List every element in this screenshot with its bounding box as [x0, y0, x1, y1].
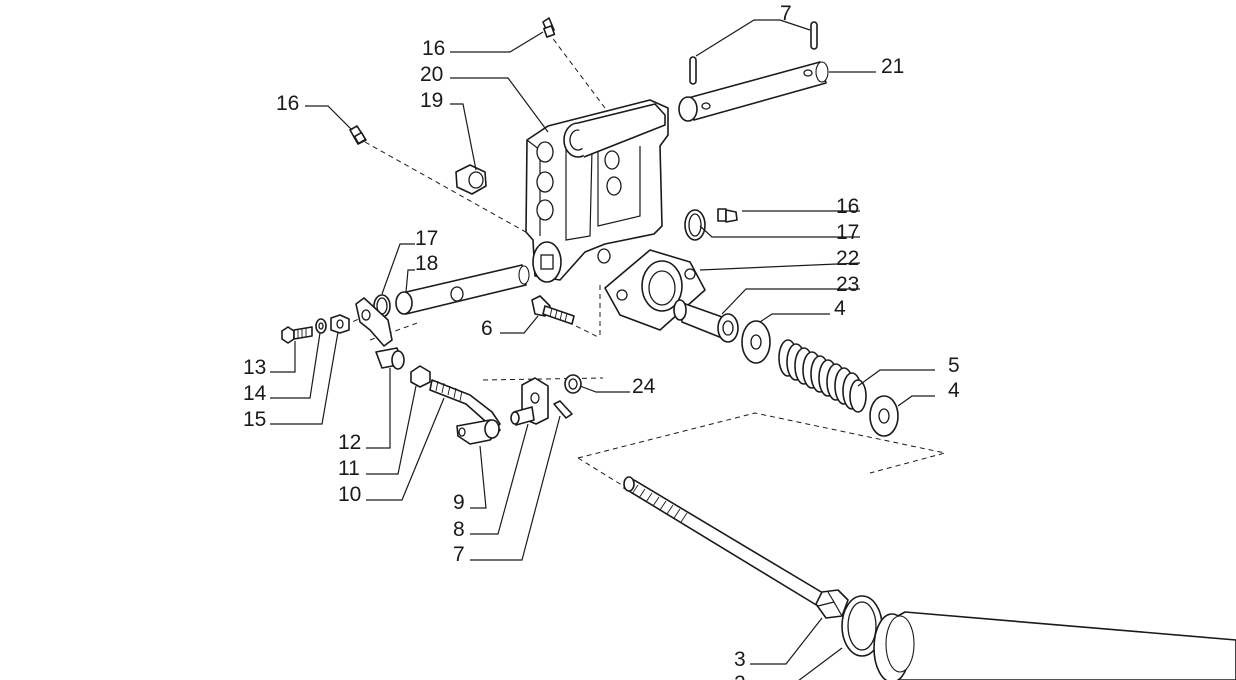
callout-7-lower: 7 [453, 543, 465, 566]
callout-23: 23 [836, 273, 859, 296]
callout-6: 6 [481, 317, 493, 340]
callout-11: 11 [338, 457, 360, 480]
callout-5: 5 [948, 354, 960, 377]
part-7-split-pin [553, 400, 573, 419]
callout-10: 10 [338, 483, 361, 506]
callout-17-right: 17 [836, 221, 859, 244]
part-23-bush [673, 299, 739, 343]
callout-20: 20 [420, 63, 443, 86]
callout-17-left: 17 [415, 227, 438, 250]
part-9-clamp [456, 419, 501, 445]
part-13-14-15-fasteners [281, 314, 350, 344]
part-7-roll-pins-top [689, 21, 818, 85]
callout-22: 22 [836, 247, 859, 270]
part-3-tie-rod [623, 476, 849, 619]
part-20-main-bracket [525, 99, 669, 283]
part-21-pin [678, 61, 829, 122]
callout-19: 19 [420, 89, 443, 112]
part-11-nut [410, 365, 431, 388]
leader-lines [270, 19, 935, 680]
callout-2: 2 [734, 672, 746, 680]
callout-3: 3 [734, 648, 746, 671]
part-19-nut [455, 164, 487, 195]
part-6-bolt [531, 295, 575, 325]
callout-14: 14 [243, 382, 267, 405]
part-18-pin [395, 264, 530, 315]
part-16-grease-nipples [349, 17, 738, 223]
callout-18: 18 [415, 252, 438, 275]
part-8-pivot-bracket [510, 377, 549, 426]
part-24-ring [564, 374, 582, 394]
callout-16-top: 16 [422, 37, 445, 60]
callout-9: 9 [453, 491, 465, 514]
callout-16-left: 16 [276, 92, 299, 115]
part-5-spring [778, 339, 867, 413]
callout-12: 12 [338, 431, 361, 454]
part-12-lever [355, 297, 405, 370]
callout-4-upper: 4 [834, 297, 846, 320]
part-2-tube-and-ring [841, 595, 1236, 680]
callout-21: 21 [881, 55, 904, 78]
callout-13: 13 [243, 356, 266, 379]
callout-24: 24 [632, 375, 656, 398]
callout-15: 15 [243, 408, 266, 431]
callout-16-right: 16 [836, 195, 859, 218]
callout-8: 8 [453, 518, 465, 541]
callout-7-top: 7 [780, 2, 792, 25]
callout-4-lower: 4 [948, 379, 960, 402]
callout-labels: 16 20 19 16 7 21 16 17 22 23 4 5 4 17 18… [243, 2, 960, 680]
part-4-washers [741, 320, 899, 437]
